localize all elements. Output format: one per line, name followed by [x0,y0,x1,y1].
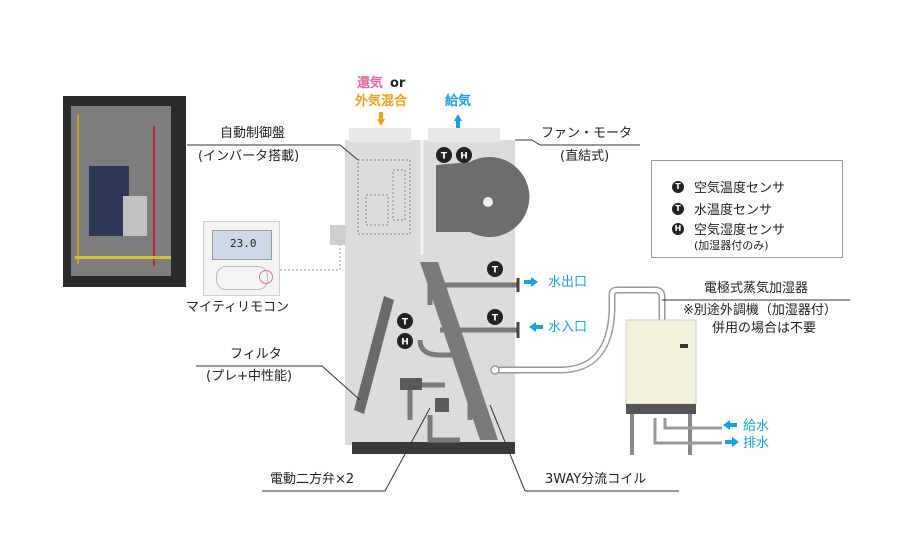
inlet-opening [349,128,411,142]
legend-text: 空気温度センサ [694,181,786,196]
filter [354,296,394,414]
side-box [330,225,346,245]
legend-text: 空気湿度センサ [694,223,786,238]
remote-display-temp: 23.0 [230,237,257,250]
fan-housing [436,157,530,237]
unit-base [352,442,515,454]
supply-opening [428,128,500,142]
remote-controller: 23.0 [203,221,280,296]
svg-text:T: T [441,152,448,162]
humidifier-note-line1: ※別途外調機（加湿器付） [683,303,837,318]
remote-label: マイティリモコン [186,300,289,315]
direct-drive-label: (直結式) [560,149,610,164]
control-panel-photo [63,96,186,287]
return-air-label: 還気 [356,76,383,91]
svg-text:T: T [492,314,499,324]
svg-text:H: H [401,338,409,348]
fan-motor-label: ファン・モータ [541,126,633,141]
supply-air-label: 給気 [444,94,471,109]
humidifier-indicator [680,344,688,348]
feed-water-label: 給水 [743,419,770,434]
humidifier-base [626,404,696,414]
fan-hub [483,197,493,207]
water-outlet-label: 水出口 [548,275,588,290]
filter-label: フィルタ [230,347,282,362]
legend-row-water-temp: T 水温度センサ [672,199,772,218]
coil-label: 3WAY分流コイル [545,472,647,487]
water-inlet-label: 水入口 [548,320,588,335]
humidity-sensor-icon: H [672,222,684,235]
legend-sub: (加湿器付のみ) [694,239,769,252]
valve-body [400,378,422,390]
inverter-label: (インバータ搭載) [198,149,300,164]
valve-label: 電動二方弁×2 [270,472,355,487]
water-temperature-sensor-icon: T [672,202,684,215]
mixed-air-label: 外気混合 [354,94,407,109]
svg-text:T: T [402,318,409,328]
or-label: or [390,76,406,91]
temperature-sensor-icon: T [672,180,684,193]
legend-box: T 空気温度センサ T 水温度センサ H 空気湿度センサ (加湿器付のみ) [651,160,843,258]
filter-type-label: (プレ+中性能) [206,369,293,384]
coil [420,262,498,440]
legend-row-air-temp: T 空気温度センサ [672,177,785,196]
svg-text:T: T [492,266,499,276]
svg-text:H: H [460,152,468,162]
humidifier-note-line2: 併用の場合は不要 [712,321,817,336]
legend-text: 水温度センサ [694,203,773,218]
humidifier-label: 電極式蒸気加湿器 [704,281,809,296]
control-panel-label: 自動制御盤 [220,126,286,141]
humidifier-body [625,319,697,405]
sensor-icons: T H T T T H [397,147,503,349]
drain-water-label: 排水 [743,436,770,451]
legend-row-humidity: H 空気湿度センサ [672,219,785,238]
